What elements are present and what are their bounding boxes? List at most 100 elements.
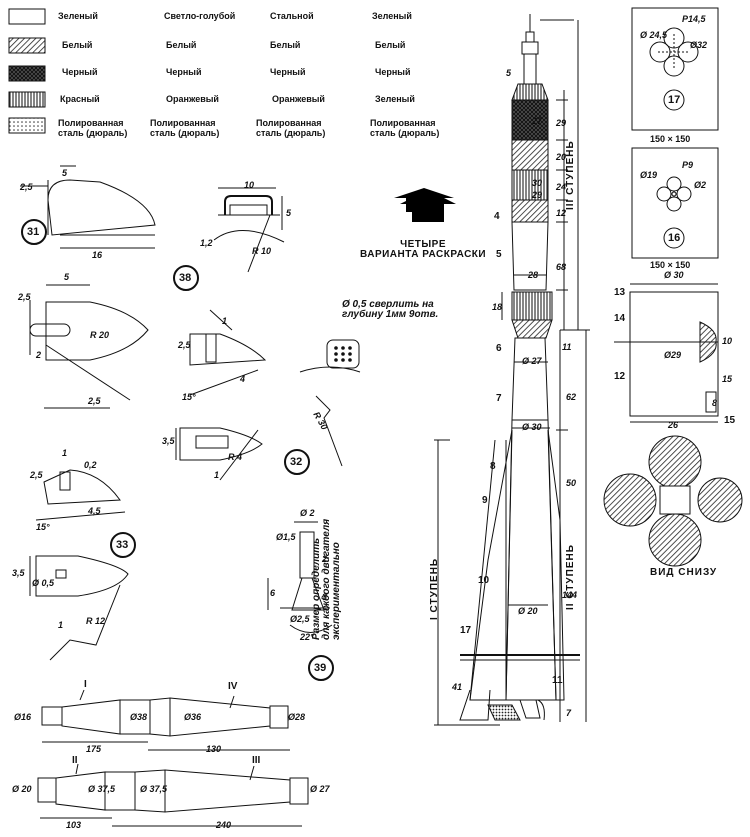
- stage-3-label: III СТУПЕНЬ: [565, 140, 576, 210]
- block-10: 10: [722, 336, 733, 346]
- legend-r2c4: Белый: [375, 40, 406, 50]
- p33-dim-d: 15°: [36, 522, 50, 532]
- legend-r5c2: Полированная сталь (дюраль): [150, 118, 220, 138]
- dim-dia20: Ø 20: [518, 606, 538, 616]
- block-8: 8: [712, 398, 718, 408]
- plate-17: [631, 7, 719, 131]
- stage-1-label: I СТУПЕНЬ: [429, 557, 440, 620]
- dim-20: 20: [556, 152, 567, 162]
- legend-r5c1: Полированная сталь (дюраль): [58, 118, 128, 138]
- part-38: [173, 187, 285, 291]
- swatch-vlines: [8, 91, 46, 108]
- p39-dim-g: 22°: [300, 632, 314, 642]
- legend-r2c3: Белый: [270, 40, 301, 50]
- callout-7: 7: [496, 393, 502, 404]
- dim-dia29: 29: [532, 190, 543, 200]
- plate-17-number: 17: [668, 94, 681, 106]
- plate-17-d1: Ø 24,5: [640, 30, 668, 40]
- callout-17: 17: [460, 625, 472, 636]
- part-32-number: 32: [290, 456, 303, 468]
- dim-7: 7: [566, 708, 572, 718]
- p32-dim-a: 1: [222, 316, 228, 326]
- bottom-view: [603, 435, 743, 567]
- p38-dim-a: 10: [244, 180, 255, 190]
- legend-r4c1: Красный: [60, 94, 100, 104]
- part-39: [267, 521, 334, 681]
- p39-dim-b: Ø1,5: [276, 532, 296, 542]
- p33-dim-e: 4,5: [88, 506, 101, 516]
- legend-r3c2: Черный: [166, 67, 202, 77]
- plate-16-number: 16: [668, 232, 681, 244]
- dim-29: 29: [556, 118, 567, 128]
- booster-top-d36: Ø36: [184, 712, 202, 722]
- p33-dim-a: 1: [62, 448, 68, 458]
- p33-dim-c: 2,5: [30, 470, 43, 480]
- engine-note: Размер определить для каждого двигателя …: [311, 518, 342, 640]
- p32-dim-b: 2,5: [178, 340, 191, 350]
- p32-dim-e: 3,5: [162, 436, 175, 446]
- stage-2-label: II СТУПЕНЬ: [565, 544, 576, 610]
- p38-dim-d: 5: [286, 208, 292, 218]
- bottom-view-label: ВИД СНИЗУ: [650, 567, 718, 578]
- plate-16-size: 150 × 150: [650, 260, 691, 270]
- part-33-number: 33: [116, 539, 129, 551]
- booster-top-len2: 130: [206, 744, 222, 754]
- legend-r4c3: Оранжевый: [272, 94, 325, 104]
- p32-dim-g: 1: [214, 470, 220, 480]
- coloring-caption: ЧЕТЫРЕ ВАРИАНТА РАСКРАСКИ: [360, 239, 487, 260]
- p39-dim-a: Ø 2: [300, 508, 315, 518]
- dim-dia28: 28: [528, 270, 539, 280]
- booster-top-l2: IV: [228, 681, 238, 692]
- booster-bottom-l2: III: [252, 755, 261, 766]
- p31b-dim-a: 5: [64, 272, 70, 282]
- booster-top-l1: I: [84, 679, 87, 690]
- p33-dim-b: 0,2: [84, 460, 97, 470]
- swatch-plain: [8, 8, 46, 25]
- part-31: [20, 165, 156, 249]
- p32-dim-c: 15°: [182, 392, 196, 402]
- plate-16-d3: Ø2: [694, 180, 707, 190]
- booster-top: [41, 689, 290, 751]
- part-32: [175, 309, 310, 481]
- rocket-drawing: [434, 14, 590, 726]
- booster-bottom-d375a: Ø 37,5: [88, 784, 116, 794]
- booster-top-len1: 175: [86, 744, 102, 754]
- p31-dim-b: 5: [62, 168, 68, 178]
- plate-17-d2: P14,5: [682, 14, 706, 24]
- dim-5: 5: [506, 68, 512, 78]
- dim-dia30b: Ø 30: [522, 422, 542, 432]
- p39-dim-e: 3: [322, 592, 328, 602]
- p33-dim-i: R 12: [86, 616, 106, 626]
- p31-dim-c: 16: [92, 250, 103, 260]
- p31b-dim-e: 2,5: [88, 396, 101, 406]
- dim-dia30a: 30: [532, 178, 543, 188]
- swatch-hatch: [8, 37, 46, 54]
- booster-bottom-d375b: Ø 37,5: [140, 784, 168, 794]
- block-15: 15: [722, 374, 733, 384]
- callout-6: 6: [496, 343, 502, 354]
- plate-16: [631, 147, 719, 259]
- dim-41: 41: [452, 682, 463, 692]
- callout-11: 11: [552, 675, 563, 686]
- drill-cap: [299, 339, 361, 467]
- p39-dim-d: 6: [270, 588, 276, 598]
- block-14: 14: [614, 313, 626, 324]
- block-12: 12: [614, 371, 626, 382]
- swatch-cross: [8, 65, 46, 82]
- dim-18: 18: [492, 302, 503, 312]
- legend-r2c1: Белый: [62, 40, 93, 50]
- drill-note: Ø 0,5 сверлить на глубину 1мм 9отв.: [342, 299, 439, 320]
- plate-17-d3: Ø32: [690, 40, 708, 50]
- plate-16-d2: P9: [682, 160, 694, 170]
- callout-8: 8: [490, 461, 496, 472]
- legend-r3c4: Черный: [375, 67, 411, 77]
- p31b-dim-b: 2,5: [18, 292, 31, 302]
- dim-dia27b: Ø 27: [522, 356, 542, 366]
- legend-r5c3: Полированная сталь (дюраль): [256, 118, 326, 138]
- legend-r4c4: Зеленый: [375, 94, 415, 104]
- dim-12: 12: [556, 208, 567, 218]
- p31b-dim-c: 2: [36, 350, 42, 360]
- block-13: 13: [614, 287, 626, 298]
- legend-r3c3: Черный: [270, 67, 306, 77]
- block-d29: Ø29: [664, 350, 682, 360]
